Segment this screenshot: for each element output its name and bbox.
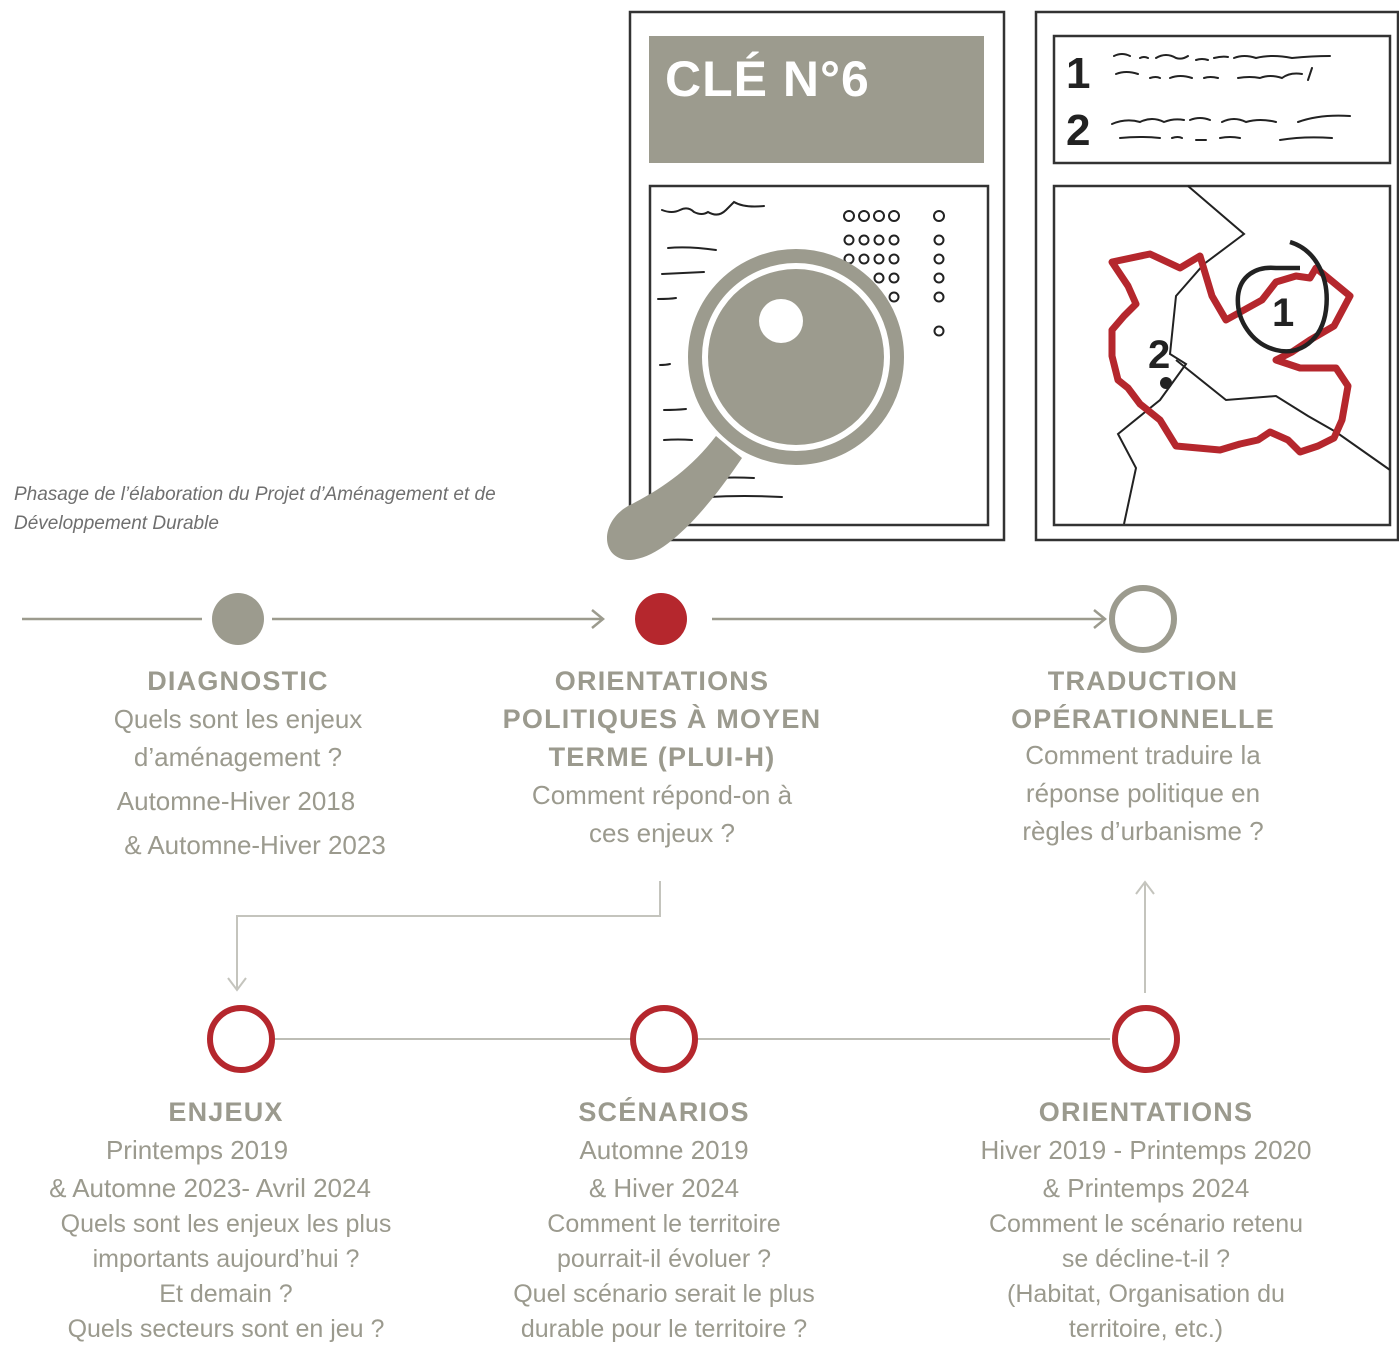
territory-map-icon: 1 2 <box>1108 185 1391 525</box>
list-number-2: 2 <box>1066 106 1090 155</box>
phase-question-line: importants aujourd’hui ? <box>92 1245 360 1273</box>
phase-scenarios: SCÉNARIOS Automne 2019 & Hiver 2024 Comm… <box>484 1093 844 1347</box>
map-point-2 <box>1160 377 1172 389</box>
phase-title: TRADUCTION <box>1047 666 1239 696</box>
phase-date-line: & Hiver 2024 <box>588 1173 740 1203</box>
phase-dot-scenarios <box>630 1005 698 1073</box>
list-box <box>1052 34 1392 165</box>
phase-question-line: se décline-t-il ? <box>1061 1245 1231 1273</box>
list-scribbles <box>1111 53 1351 141</box>
intro-line-2: Développement Durable <box>14 513 219 534</box>
magnifier-icon <box>607 249 904 560</box>
map-number-2: 2 <box>1148 333 1170 377</box>
phase-enjeux: ENJEUX Printemps 2019 & Automne 2023- Av… <box>16 1093 436 1347</box>
phase-date-line: Automne 2019 <box>579 1135 749 1165</box>
phase-orientations: ORIENTATIONS Hiver 2019 - Printemps 2020… <box>946 1093 1346 1347</box>
phase-question-line: d’aménagement ? <box>133 742 343 772</box>
phase-date-line: Hiver 2019 - Printemps 2020 <box>980 1135 1312 1165</box>
top-timeline <box>22 609 1107 629</box>
phase-question-line: Comment traduire la <box>1025 740 1261 770</box>
phase-dot-traduction <box>1109 585 1177 653</box>
phase-title: ORIENTATIONS <box>554 666 770 696</box>
phase-title: SCÉNARIOS <box>578 1097 750 1127</box>
phase-question-line: durable pour le territoire ? <box>520 1315 808 1343</box>
phase-question-line: territoire, etc.) <box>1068 1315 1224 1343</box>
phase-diagnostic: DIAGNOSTIC Quels sont les enjeux d’aména… <box>60 662 416 864</box>
connector-down <box>227 881 661 992</box>
phase-question-line: ces enjeux ? <box>589 818 735 848</box>
scribble-text-lines <box>657 200 783 498</box>
phase-question-line: Comment le scénario retenu <box>988 1210 1304 1238</box>
key-label-box: CLÉ N°6 <box>649 36 984 163</box>
intro-line-1: Phasage de l’élaboration du Projet d’Amé… <box>14 484 496 505</box>
phase-question-line: Comment répond-on à <box>531 780 793 810</box>
map-number-1: 1 <box>1272 291 1294 335</box>
phase-question-line: Comment le territoire <box>547 1210 781 1238</box>
map-box <box>1052 184 1392 527</box>
phase-title: ORIENTATIONS <box>1038 1097 1254 1127</box>
phase-question-line: pourrait-il évoluer ? <box>557 1245 771 1273</box>
phase-orientations-politiques: ORIENTATIONS POLITIQUES À MOYEN TERME (P… <box>476 662 848 852</box>
phase-date-line: & Automne-Hiver 2023 <box>124 830 386 860</box>
phase-question-line: Quels sont les enjeux <box>113 704 363 734</box>
phase-question-line: Et demain ? <box>159 1280 293 1308</box>
phase-date-line: Printemps 2019 <box>105 1135 289 1165</box>
phase-title: POLITIQUES À MOYEN <box>502 704 822 734</box>
phase-question-line: Quels secteurs sont en jeu ? <box>67 1315 385 1343</box>
phase-traduction: TRADUCTION OPÉRATIONNELLE Comment tradui… <box>972 662 1314 850</box>
phase-title: DIAGNOSTIC <box>147 666 329 696</box>
circle-matrix-icon <box>843 210 945 337</box>
phase-date-line: Automne-Hiver 2018 <box>116 786 356 816</box>
phase-question-line: Quels sont les enjeux les plus <box>60 1210 392 1238</box>
phase-date-line: & Printemps 2024 <box>1042 1173 1250 1203</box>
phase-dot-diagnostic <box>212 593 264 645</box>
list-number-1: 1 <box>1066 49 1090 98</box>
phase-title: ENJEUX <box>168 1097 284 1127</box>
phase-dot-orientations-politiques <box>635 593 687 645</box>
phase-dot-enjeux <box>207 1005 275 1073</box>
phase-title: OPÉRATIONNELLE <box>1011 704 1275 734</box>
phase-title: TERME (PLUI-H) <box>548 742 776 772</box>
connector-up <box>1135 880 1155 993</box>
phase-date-line: & Automne 2023- Avril 2024 <box>49 1173 371 1203</box>
phase-question-line: Quel scénario serait le plus <box>513 1280 815 1308</box>
phase-question-line: règles d’urbanisme ? <box>1022 816 1264 846</box>
key-label: CLÉ N°6 <box>665 51 870 107</box>
phase-question-line: (Habitat, Organisation du <box>1007 1280 1285 1308</box>
phase-question-line: réponse politique en <box>1025 778 1261 808</box>
phase-dot-orientations <box>1112 1005 1180 1073</box>
intro-caption: Phasage de l’élaboration du Projet d’Amé… <box>14 480 604 538</box>
